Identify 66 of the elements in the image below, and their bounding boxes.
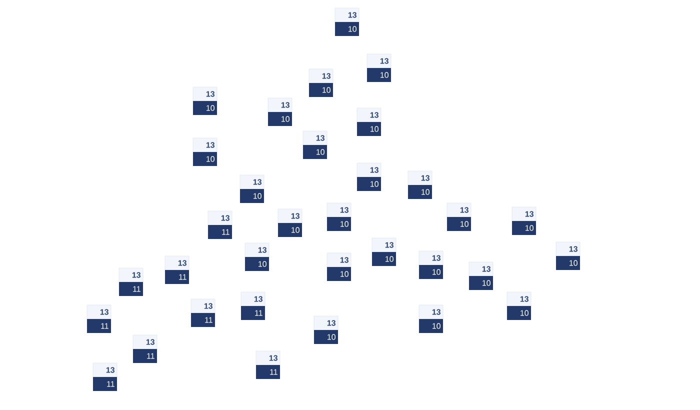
count-card: 13 10 — [512, 206, 536, 235]
node-label: 10 — [340, 221, 348, 227]
count-card: 13 10 — [506, 292, 532, 320]
node-label: 11 — [270, 369, 278, 375]
node-label: 10 — [570, 260, 578, 266]
count-card: 13 10 — [302, 130, 328, 159]
node-label: 11 — [255, 310, 262, 316]
count-card: 13 10 — [192, 86, 218, 115]
count-card: 13 10 — [366, 54, 392, 82]
count-card: 13 10 — [556, 242, 580, 270]
node-label: 10 — [422, 189, 430, 195]
count-card: 13 10 — [278, 208, 302, 237]
count-card: 13 11 — [164, 256, 190, 284]
node-label: 10 — [370, 181, 378, 187]
node-label: 10 — [348, 26, 356, 32]
node-label: 10 — [460, 221, 468, 227]
node-label: 11 — [222, 229, 230, 235]
count-card: 13 10 — [334, 8, 360, 36]
node-label: 11 — [133, 286, 140, 292]
count-card: 13 11 — [208, 210, 232, 239]
node-label: 11 — [179, 274, 186, 280]
node-label: 10 — [386, 256, 394, 262]
node-label: 10 — [258, 261, 266, 267]
node-label: 10 — [482, 280, 490, 286]
count-card: 13 10 — [192, 138, 218, 166]
count-card: 13 10 — [326, 202, 352, 231]
count-card: 13 11 — [92, 362, 118, 391]
count-card: 13 11 — [256, 350, 280, 379]
node-label: 10 — [380, 72, 388, 78]
node-label: 10 — [340, 271, 348, 277]
count-card: 13 10 — [446, 202, 472, 231]
node-label: 13 — [370, 112, 379, 118]
count-card: 13 10 — [356, 108, 382, 136]
node-label: 13 — [206, 91, 215, 97]
node-label: 10 — [432, 269, 440, 275]
count-card: 13 10 — [326, 252, 352, 281]
count-card: 13 10 — [356, 162, 382, 191]
count-card: 13 10 — [468, 262, 494, 290]
count-card: 13 10 — [240, 174, 264, 203]
count-card: 13 11 — [132, 334, 158, 363]
node-label: 10 — [432, 323, 440, 329]
count-card: 13 10 — [418, 304, 444, 333]
node-label: 10 — [206, 156, 214, 162]
node-label: 10 — [526, 225, 534, 231]
count-card: 13 10 — [408, 170, 432, 199]
count-card: 13 11 — [190, 298, 216, 327]
node-label: 11 — [107, 381, 114, 387]
node-label: 10 — [328, 334, 336, 340]
node-label: 11 — [205, 317, 212, 323]
count-card: 13 10 — [372, 238, 396, 266]
node-label: 10 — [520, 310, 528, 316]
count-card: 13 11 — [86, 304, 112, 333]
count-card: 13 10 — [308, 68, 334, 97]
count-card: 13 11 — [118, 268, 144, 296]
node-label: 11 — [147, 353, 154, 359]
count-card: 13 10 — [244, 242, 270, 271]
node-label: 13 — [322, 73, 331, 79]
count-card: 13 10 — [418, 250, 444, 279]
node-label: 11 — [101, 323, 108, 329]
node-label: 13 — [253, 179, 262, 185]
node-label: 13 — [316, 135, 325, 141]
count-card: 13 10 — [314, 316, 338, 344]
node-label: 10 — [292, 227, 300, 233]
count-card: 13 11 — [240, 292, 266, 320]
node-label: 10 — [282, 116, 290, 122]
count-card: 13 10 — [268, 98, 292, 126]
